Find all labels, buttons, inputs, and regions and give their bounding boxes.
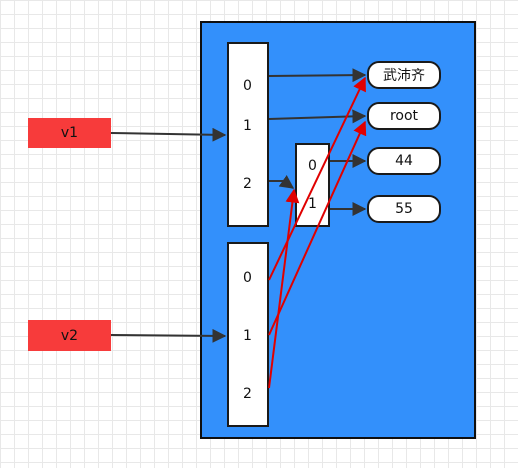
inner-list-index-1: 1 — [308, 196, 317, 212]
arrow-b0-to-name — [268, 76, 366, 281]
arrow-a2-to-inner-list — [269, 175, 295, 189]
inner-list-index-0: 0 — [308, 158, 317, 174]
list-b-index-2: 2 — [243, 386, 252, 402]
variable-v2: v2 — [28, 320, 111, 351]
value-node-55: 55 — [367, 195, 441, 223]
arrow-a1-to-root — [268, 109, 367, 124]
variable-v1: v1 — [28, 118, 111, 148]
list-a-index-2: 2 — [243, 176, 252, 192]
arrow-a0-to-name — [268, 68, 367, 83]
value-node-root: root — [367, 102, 441, 130]
list-a: 0 1 2 — [227, 42, 269, 227]
value-node-55-label: 55 — [395, 201, 413, 217]
list-a-index-0: 0 — [243, 78, 252, 94]
value-node-44: 44 — [367, 147, 441, 175]
list-b-index-0: 0 — [243, 270, 252, 286]
arrow-b1-to-root — [268, 120, 367, 336]
arrow-v2-to-list-b — [110, 328, 227, 343]
variable-v1-label: v1 — [60, 125, 79, 141]
value-node-44-label: 44 — [395, 153, 413, 169]
list-b-index-1: 1 — [243, 328, 252, 344]
list-b: 0 1 2 — [227, 242, 269, 427]
value-node-name: 武沛齐 — [367, 61, 441, 89]
variable-v2-label: v2 — [60, 327, 79, 344]
value-node-root-label: root — [389, 108, 419, 124]
arrow-v1-to-list-a — [110, 127, 227, 142]
arrow-b2-to-inner-list — [268, 188, 300, 389]
list-a-index-1: 1 — [243, 118, 252, 134]
value-node-name-label: 武沛齐 — [383, 68, 425, 84]
